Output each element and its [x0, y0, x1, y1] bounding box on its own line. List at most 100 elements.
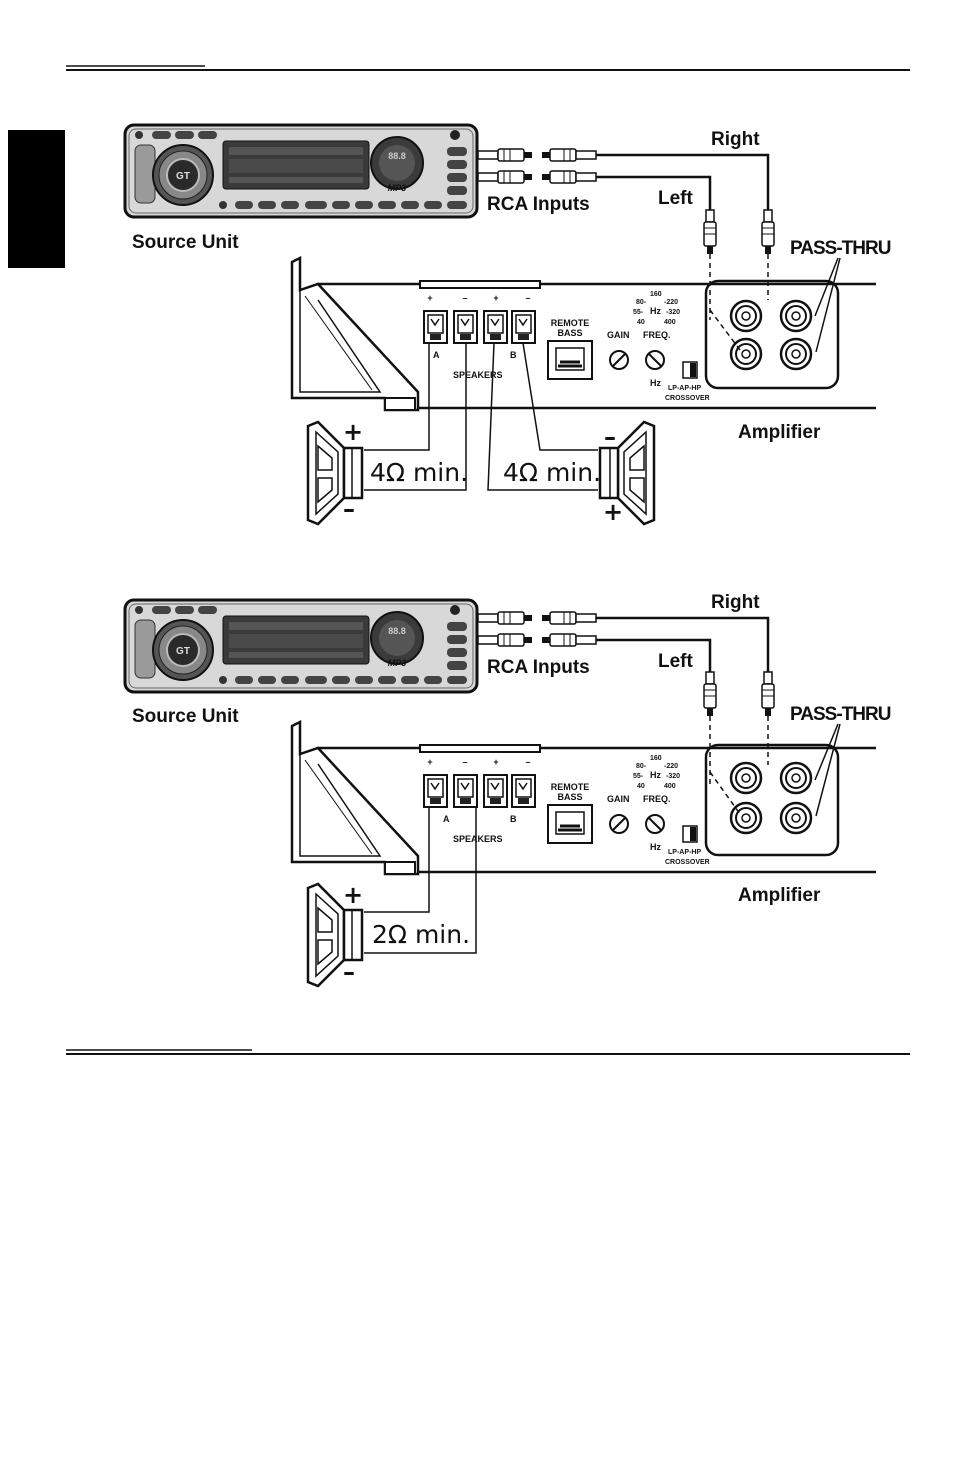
rca-plug-icon — [477, 633, 597, 647]
crossover-label: CROSSOVER — [665, 859, 710, 866]
speakers-label: SPEAKERS — [453, 370, 503, 380]
terminal-minus: – — [525, 293, 530, 303]
speaker-terminal — [453, 774, 478, 808]
speaker-terminal — [423, 310, 448, 344]
rca-inputs-label: RCA Inputs — [487, 657, 590, 678]
terminal-minus: – — [462, 757, 467, 767]
hz-label: Hz — [650, 378, 661, 388]
speaker-terminal — [423, 774, 448, 808]
rca-jack-icon — [779, 761, 813, 795]
rca-plug-icon — [477, 170, 597, 184]
pass-thru-panel — [704, 743, 840, 857]
freq-tick: 400 — [664, 319, 676, 326]
rca-plug-icon — [761, 209, 775, 255]
rca-inputs-label: RCA Inputs — [487, 194, 590, 215]
polarity-plus: + — [343, 881, 363, 909]
polarity-plus: + — [343, 418, 363, 446]
terminal-minus: – — [525, 757, 530, 767]
gain-label: GAIN — [607, 794, 630, 804]
speaker-terminal — [511, 774, 536, 808]
speaker-terminal — [483, 774, 508, 808]
amplifier-label: Amplifier — [738, 422, 821, 443]
gain-label: GAIN — [607, 330, 630, 340]
rj45-port-icon — [547, 804, 593, 844]
hz-label: Hz — [650, 770, 661, 780]
source-unit-label: Source Unit — [132, 706, 239, 727]
head-unit-icon — [123, 598, 479, 694]
amplifier-chassis-icon — [290, 719, 876, 876]
freq-tick: -320 — [666, 309, 680, 316]
freq-tick: 400 — [664, 783, 676, 790]
knob-icon — [645, 350, 665, 370]
left-label: Left — [658, 651, 694, 672]
rca-jack-icon — [729, 761, 763, 795]
freq-label: FREQ. — [643, 330, 671, 340]
rca-jack-icon — [779, 801, 813, 835]
freq-tick: -320 — [666, 773, 680, 780]
remote-bass-label: BASS — [557, 792, 582, 802]
speaker-terminal — [511, 310, 536, 344]
rca-jack-icon — [729, 337, 763, 371]
polarity-minus: – — [343, 958, 355, 986]
amplifier-label: Amplifier — [738, 885, 821, 906]
pass-thru-label: PASS-THRU — [790, 704, 891, 725]
hz-label: Hz — [650, 842, 661, 852]
polarity-minus: – — [343, 495, 355, 523]
terminal-minus: – — [462, 293, 467, 303]
rca-plug-icon — [477, 148, 597, 162]
polarity-plus: + — [603, 498, 623, 526]
remote-bass-label: BASS — [557, 328, 582, 338]
right-label: Right — [711, 129, 760, 150]
rj45-port-icon — [547, 340, 593, 380]
rca-jack-icon — [779, 337, 813, 371]
switch-icon — [682, 825, 698, 843]
crossover-label: LP-AP-HP — [668, 849, 701, 856]
freq-label: FREQ. — [643, 794, 671, 804]
left-label: Left — [658, 188, 694, 209]
rca-plug-icon — [761, 671, 775, 717]
freq-tick: -220 — [664, 763, 678, 770]
rca-jack-icon — [729, 299, 763, 333]
pass-thru-label: PASS-THRU — [790, 238, 891, 259]
channel-a-label: A — [443, 814, 450, 824]
polarity-minus: – — [604, 423, 616, 451]
terminal-plus: + — [493, 293, 498, 303]
terminal-plus: + — [427, 293, 432, 303]
rca-jack-icon — [779, 299, 813, 333]
freq-tick: 55- — [633, 773, 644, 780]
impedance-label: 4Ω min. — [370, 458, 468, 487]
impedance-label: 2Ω min. — [372, 920, 470, 949]
freq-tick: 55- — [633, 309, 644, 316]
knob-icon — [609, 814, 629, 834]
knob-icon — [609, 350, 629, 370]
freq-tick: 80- — [636, 299, 647, 306]
freq-tick: -220 — [664, 299, 678, 306]
rca-plug-icon — [703, 209, 717, 255]
speakers-label: SPEAKERS — [453, 834, 503, 844]
wiring-diagram-4ohm: Right Left RCA Inputs Source Unit PASS-T… — [123, 123, 892, 526]
right-label: Right — [711, 592, 760, 613]
crossover-label: LP-AP-HP — [668, 385, 701, 392]
channel-a-label: A — [433, 350, 440, 360]
switch-icon — [682, 361, 698, 379]
pass-thru-panel — [704, 279, 840, 390]
freq-tick: 160 — [650, 291, 662, 298]
freq-tick: 160 — [650, 755, 662, 762]
rca-plug-icon — [477, 611, 597, 625]
freq-tick: 40 — [637, 319, 645, 326]
hz-label: Hz — [650, 306, 661, 316]
amplifier-chassis-icon — [290, 255, 876, 412]
impedance-label: 4Ω min. — [503, 458, 601, 487]
remote-bass-label: REMOTE — [551, 782, 590, 792]
rca-jack-icon — [729, 801, 763, 835]
rca-plug-icon — [703, 671, 717, 717]
freq-tick: 80- — [636, 763, 647, 770]
knob-icon — [645, 814, 665, 834]
speaker-terminal — [453, 310, 478, 344]
speaker-terminal — [483, 310, 508, 344]
channel-b-label: B — [510, 350, 517, 360]
channel-b-label: B — [510, 814, 517, 824]
freq-tick: 40 — [637, 783, 645, 790]
